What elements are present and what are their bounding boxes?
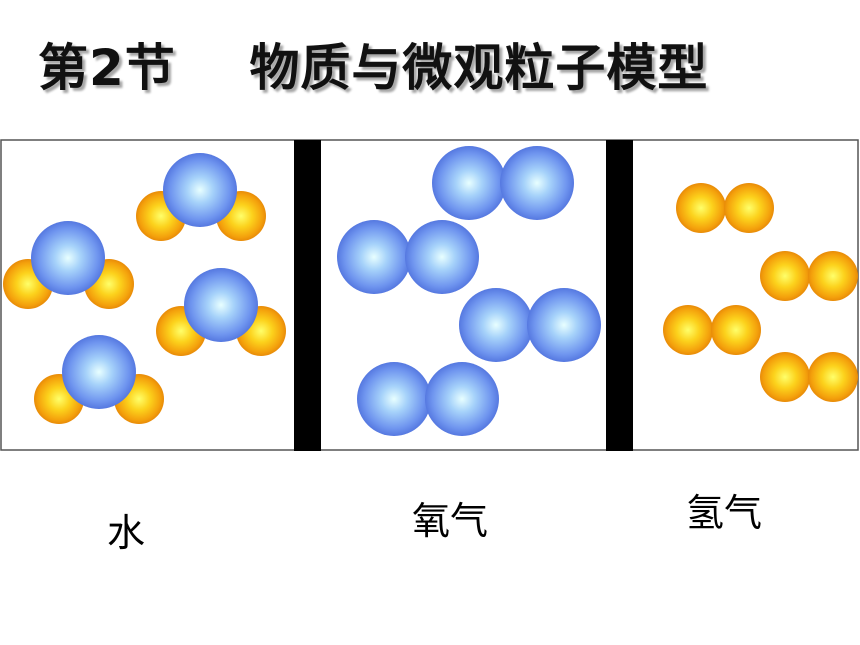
hydrogen-atom xyxy=(808,251,858,301)
slide-title: 第2节 物质与微观粒子模型 xyxy=(38,28,708,100)
water-panel xyxy=(3,153,286,424)
section-number: 第2节 xyxy=(38,39,176,97)
hydrogen-atom xyxy=(808,352,858,402)
water-molecule xyxy=(136,153,266,241)
section-topic: 物质与微观粒子模型 xyxy=(249,39,709,97)
hydrogen-label: 氢气 xyxy=(686,491,763,535)
water-label: 水 xyxy=(107,511,146,555)
panel-divider xyxy=(606,140,633,451)
oxygen-panel xyxy=(337,146,601,436)
oxygen-atom xyxy=(184,268,258,342)
oxygen-molecule xyxy=(432,146,574,220)
oxygen-atom xyxy=(163,153,237,227)
hydrogen-molecule xyxy=(663,305,761,355)
oxygen-atom xyxy=(432,146,506,220)
diagram-frame xyxy=(0,139,859,451)
hydrogen-atom xyxy=(676,183,726,233)
oxygen-atom xyxy=(425,362,499,436)
oxygen-molecule xyxy=(337,220,479,294)
oxygen-atom xyxy=(62,335,136,409)
water-molecule xyxy=(34,335,164,424)
hydrogen-atom xyxy=(663,305,713,355)
hydrogen-atom xyxy=(724,183,774,233)
oxygen-atom xyxy=(500,146,574,220)
oxygen-atom xyxy=(31,221,105,295)
hydrogen-atom xyxy=(711,305,761,355)
water-molecule xyxy=(3,221,134,309)
oxygen-atom xyxy=(527,288,601,362)
hydrogen-atom xyxy=(760,352,810,402)
oxygen-atom xyxy=(459,288,533,362)
oxygen-atom xyxy=(337,220,411,294)
hydrogen-molecule xyxy=(676,183,774,233)
oxygen-label: 氧气 xyxy=(412,499,489,543)
oxygen-atom xyxy=(405,220,479,294)
hydrogen-panel xyxy=(663,183,858,402)
oxygen-molecule xyxy=(357,362,499,436)
hydrogen-molecule xyxy=(760,251,858,301)
panel-divider xyxy=(294,140,321,451)
hydrogen-molecule xyxy=(760,352,858,402)
water-molecule xyxy=(156,268,286,356)
hydrogen-atom xyxy=(760,251,810,301)
oxygen-molecule xyxy=(459,288,601,362)
oxygen-atom xyxy=(357,362,431,436)
